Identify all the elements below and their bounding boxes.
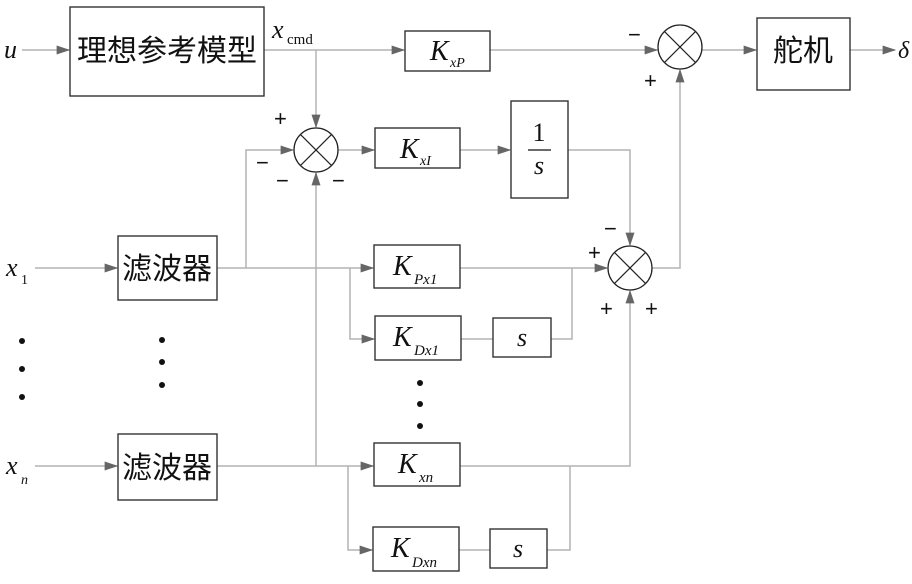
svg-text:cmd: cmd [287,32,313,48]
svg-text:s: s [517,323,527,352]
svg-text:1: 1 [21,273,28,288]
kxn-block: K xn [373,442,461,487]
kdx1-block: K Dx1 [374,315,462,361]
svg-text:K: K [399,134,420,165]
svg-text:滤波器: 滤波器 [122,451,212,486]
sign: + [644,68,657,93]
filter1-to-kdx1 [349,268,376,344]
s1-to-sum [551,268,573,340]
sn-to-sum [547,466,571,551]
sum-error-junction [293,127,339,173]
svg-text:x: x [5,451,18,480]
svg-text:舵机: 舵机 [773,34,833,69]
svg-text:n: n [21,473,28,488]
svg-text:xP: xP [449,56,465,71]
connections [22,45,897,555]
filter-n-block: 滤波器 [117,433,218,501]
filter-1-block: 滤波器 [117,235,218,301]
sign: + [645,296,658,321]
input-xn: x n [5,451,28,488]
reference-model-block: 理想参考模型 [69,6,265,97]
signal-xcmd: x cmd [271,15,313,48]
sign: − [604,216,617,241]
kdxn-block: K Dxn [372,526,460,572]
sign: − [332,168,345,193]
sign: − [256,150,269,175]
svg-text:理想参考模型: 理想参考模型 [77,34,257,69]
svg-text:K: K [429,36,450,67]
svg-text:K: K [392,251,413,282]
sum-output-junction [657,24,703,70]
kxn-to-sum-fb [460,289,635,467]
svg-text:K: K [392,322,413,353]
sign: + [600,296,613,321]
sign: + [588,240,601,265]
output-delta: δ [898,38,910,64]
svg-text:Dxn: Dxn [411,555,437,571]
actuator-block: 舵机 [756,17,851,91]
svg-text:K: K [390,533,411,564]
svg-text:Dx1: Dx1 [413,343,439,359]
svg-text:s: s [513,534,523,563]
sign: − [628,22,641,47]
svg-text:Px1: Px1 [413,272,437,288]
input-u: u [4,35,17,64]
filter1-feedback [245,145,295,268]
input-x1: x 1 [5,253,28,288]
derivative-n-block: s [489,528,548,569]
sum-fb-to-sum-output [652,68,685,269]
svg-text:K: K [397,449,418,480]
svg-text:xI: xI [419,154,432,169]
sign: − [276,168,289,193]
svg-text:xn: xn [418,470,433,486]
svg-text:x: x [5,253,18,282]
filtern-to-kdxn [347,466,374,555]
svg-text:滤波器: 滤波器 [122,252,212,287]
sum-feedback-junction [607,245,653,291]
integrator-to-sum-fb [568,149,635,247]
integrator-block: 1 s [510,100,569,199]
kxi-block: K xI [374,127,461,169]
sign: + [274,106,287,131]
kpx1-block: K Px1 [373,244,461,289]
svg-text:1: 1 [533,118,546,147]
svg-text:x: x [271,15,284,44]
derivative-1-block: s [492,317,552,358]
svg-text:s: s [534,151,544,180]
kxp-block: K xP [404,30,491,72]
ellipsis-dots [19,337,423,429]
